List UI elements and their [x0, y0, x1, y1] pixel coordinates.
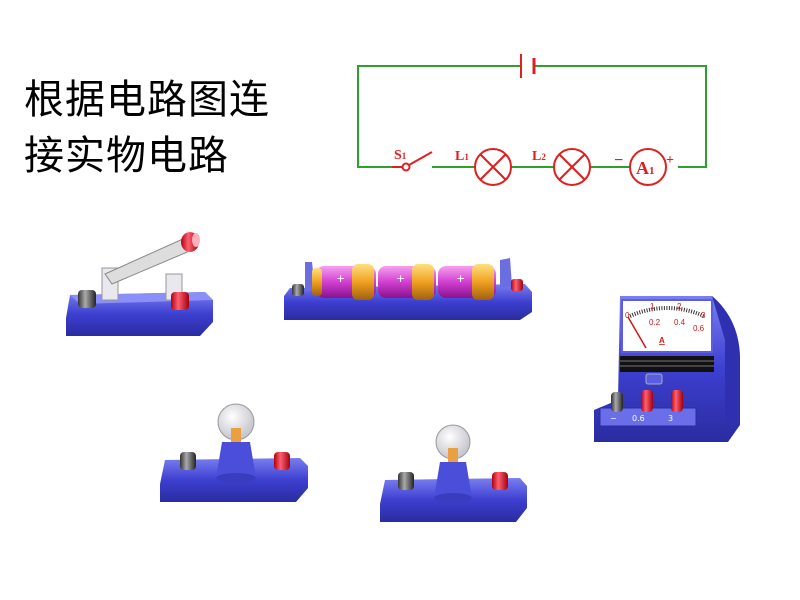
ammeter-unit: A	[659, 336, 665, 345]
svg-text:+: +	[456, 272, 465, 285]
svg-text:A1: A1	[636, 158, 655, 178]
battery-symbol	[520, 54, 536, 78]
title-line-1: 根据电路图连	[24, 77, 270, 123]
ammeter-plus: +	[666, 153, 674, 168]
terminal-negative	[611, 392, 623, 412]
svg-text:0.6: 0.6	[693, 324, 705, 333]
ammeter-symbol: A1 − +	[614, 148, 674, 186]
svg-text:+: +	[336, 272, 345, 285]
svg-text:0: 0	[625, 311, 630, 320]
svg-text:3: 3	[668, 414, 673, 423]
switch-device[interactable]	[66, 232, 213, 336]
battery-holder[interactable]: + + +	[284, 258, 532, 320]
svg-text:0.6: 0.6	[632, 414, 645, 423]
switch-symbol	[392, 151, 433, 172]
lamp-2-label: L2	[532, 149, 546, 164]
title-line-2: 接实物电路	[24, 133, 229, 179]
svg-text:0.2: 0.2	[649, 318, 661, 327]
switch-label: S1	[394, 148, 407, 163]
ammeter-minus: −	[614, 152, 623, 169]
circuit-wire	[357, 65, 707, 168]
svg-text:+: +	[396, 272, 405, 285]
lamp-2-symbol	[553, 148, 591, 186]
svg-text:3: 3	[701, 311, 706, 320]
bulb-device-2[interactable]	[380, 424, 527, 522]
lamp-1-symbol	[474, 148, 512, 186]
circuit-diagram: S1 L1 L2 A1 − +	[357, 54, 707, 186]
lamp-1-label: L1	[455, 149, 469, 164]
svg-text:−: −	[610, 414, 617, 423]
svg-text:0.4: 0.4	[674, 318, 686, 327]
terminal-0.6	[641, 390, 653, 412]
ammeter-device[interactable]: 0 1 2 3 0.2 0.4 0.6 A − 0.6 3	[594, 296, 740, 442]
svg-text:1: 1	[650, 302, 655, 311]
slide-title: 根据电路图连 接实物电路	[24, 72, 270, 184]
terminal-3	[671, 390, 683, 412]
battery-cells: + + +	[312, 264, 496, 300]
svg-text:2: 2	[677, 302, 682, 311]
bulb-device-1[interactable]	[160, 403, 308, 502]
